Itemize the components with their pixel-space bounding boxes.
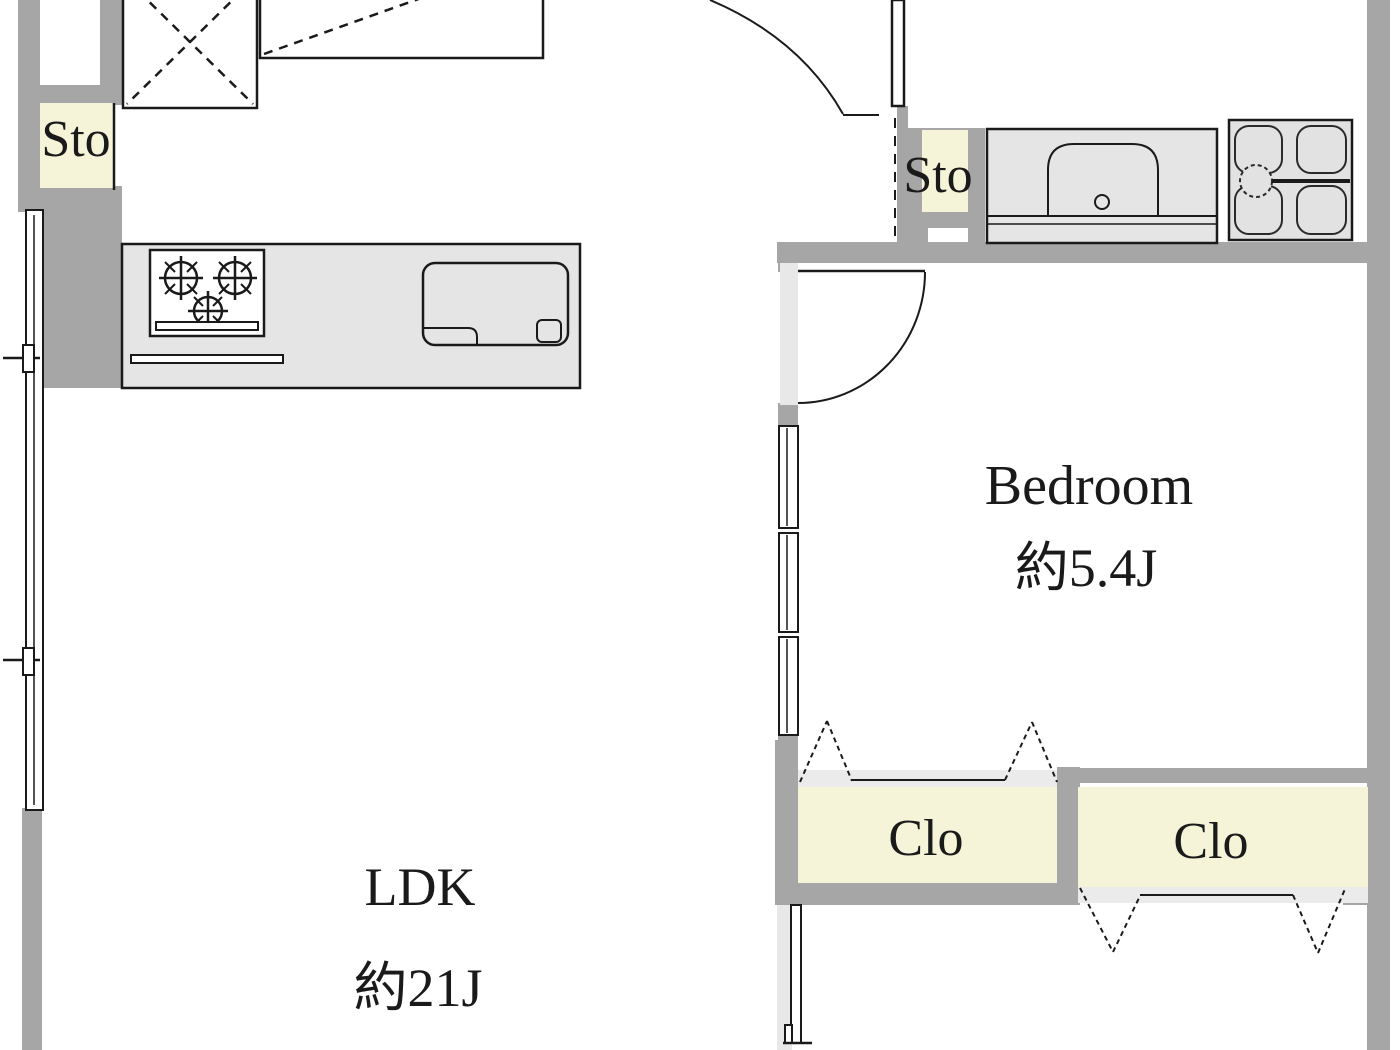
washroom-sink-icon bbox=[985, 127, 1219, 245]
closet-right-label: Clo bbox=[1173, 813, 1249, 870]
wall-gap bbox=[928, 228, 968, 242]
ldk-label: LDK bbox=[364, 857, 476, 917]
folding-door-zigzag-icon bbox=[1079, 887, 1346, 954]
walls bbox=[18, 0, 1390, 1050]
washing-machine-pan-icon bbox=[1227, 118, 1354, 242]
storage-ldk-label: Sto bbox=[41, 111, 111, 168]
lower-window-icon bbox=[783, 904, 812, 1045]
gas-stove-icon bbox=[148, 248, 266, 338]
overhead-cabinet-dashed-icon bbox=[121, 0, 545, 110]
wall bbox=[777, 242, 1390, 263]
storage-fills bbox=[40, 103, 1368, 887]
door-swing-icon bbox=[709, 0, 906, 240]
bedroom-door-swing-icon bbox=[797, 269, 926, 404]
lower-window-strip bbox=[777, 905, 792, 1050]
wall bbox=[775, 883, 1080, 905]
bedroom-size-label: 約5.4J bbox=[1014, 538, 1158, 598]
ldk-size-label: 約21J bbox=[353, 958, 483, 1018]
wall bbox=[1057, 767, 1080, 905]
wall bbox=[778, 403, 798, 427]
closet-right-area bbox=[1078, 787, 1368, 887]
storage-ldk-area bbox=[40, 103, 113, 188]
wall bbox=[1367, 0, 1390, 1050]
wall bbox=[775, 740, 798, 905]
wall bbox=[22, 808, 42, 1050]
wall bbox=[18, 85, 130, 105]
closet-left-area bbox=[798, 787, 1057, 883]
storage-washroom-label: Sto bbox=[903, 147, 973, 204]
closet-left-label: Clo bbox=[888, 810, 964, 867]
kitchen-sink-icon bbox=[421, 261, 570, 347]
wall bbox=[43, 186, 122, 388]
closet-left-band bbox=[798, 770, 1057, 787]
folding-door-zigzag-icon bbox=[799, 720, 1058, 783]
wall bbox=[1060, 768, 1390, 783]
storage-washroom-area bbox=[922, 130, 968, 212]
light-bands bbox=[777, 263, 1368, 1050]
counter-handle bbox=[130, 354, 284, 364]
kitchen-counter bbox=[120, 242, 582, 390]
door-jamb-strip bbox=[780, 263, 798, 405]
wall bbox=[897, 106, 908, 242]
bedroom-window-icon bbox=[778, 425, 799, 736]
sliding-window-icon bbox=[3, 209, 44, 811]
bedroom-label: Bedroom bbox=[984, 455, 1194, 517]
